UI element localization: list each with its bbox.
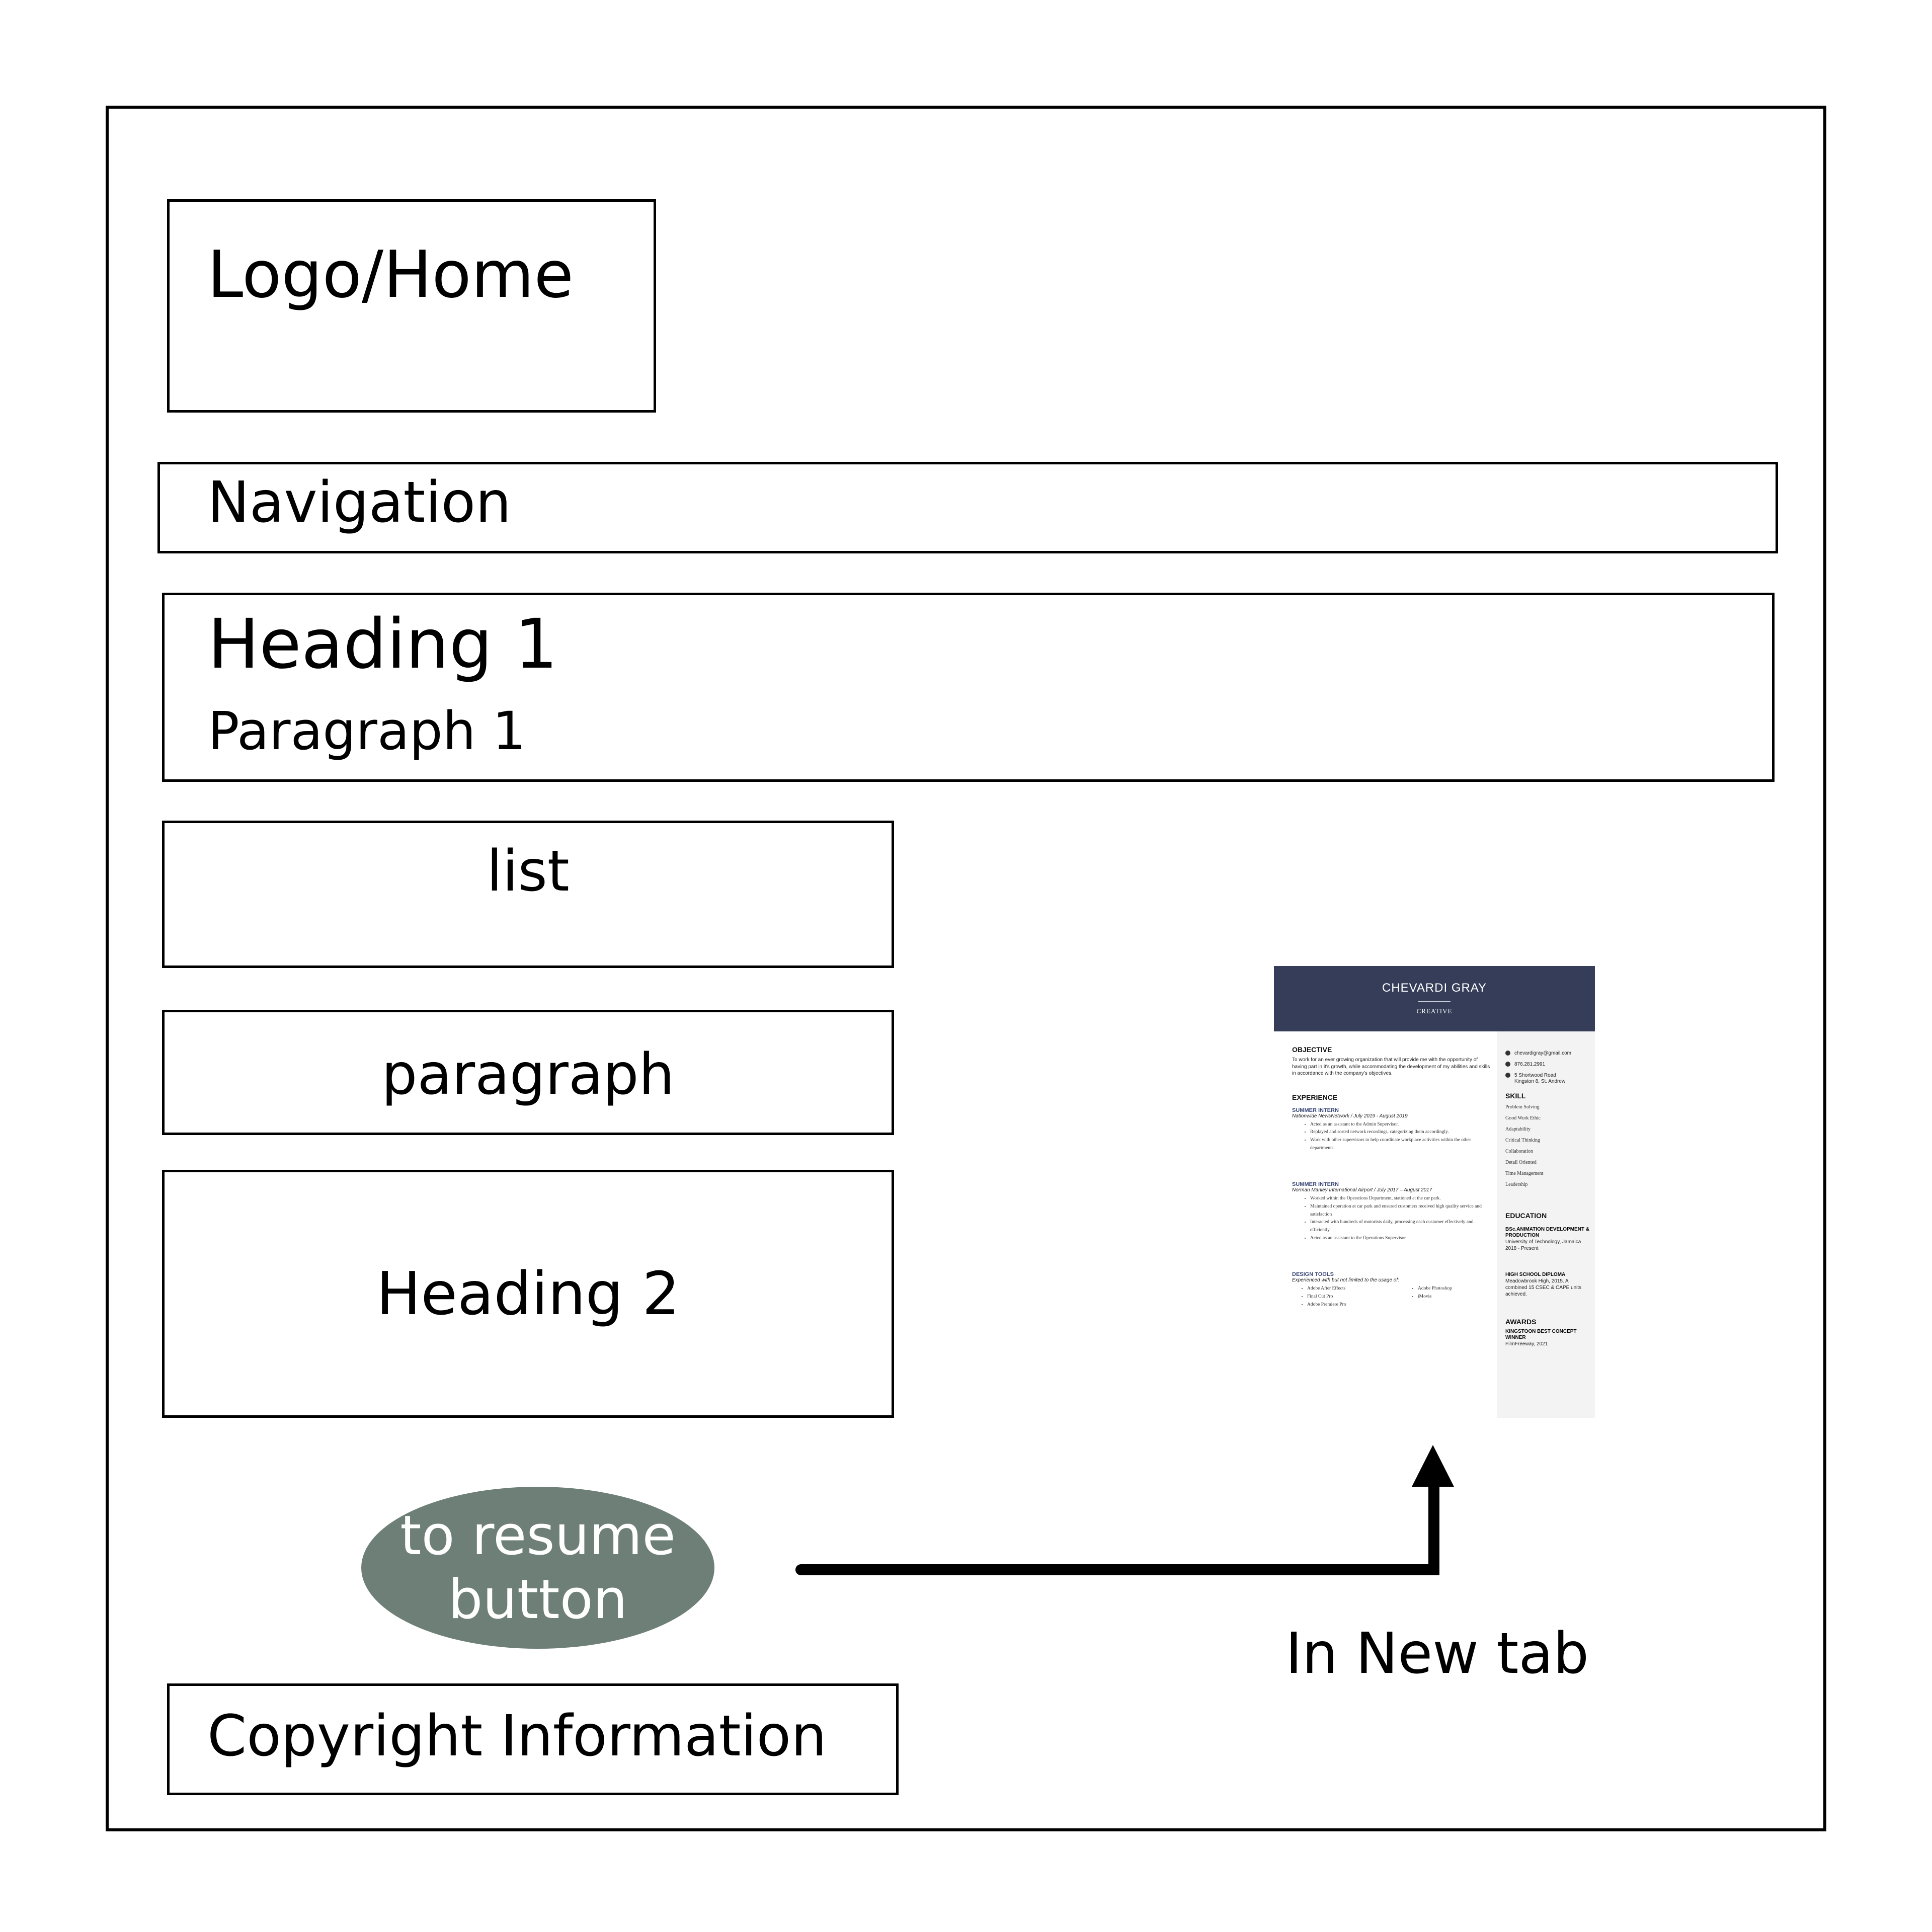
- skill-item: Collaboration: [1505, 1149, 1533, 1154]
- list-item: Interacted with hundreds of motorists da…: [1310, 1219, 1493, 1234]
- resume-button-line-1: to resume: [400, 1504, 676, 1567]
- skill-item: Time Management: [1505, 1171, 1544, 1176]
- objective-text: To work for an ever growing organization…: [1292, 1057, 1490, 1076]
- list-item: Maintained operation at car park and ens…: [1310, 1203, 1493, 1219]
- paragraph-1: Paragraph 1: [208, 700, 526, 762]
- contact-email: chevardigray@gmail.com: [1505, 1051, 1591, 1057]
- resume-header-rule: [1418, 1001, 1451, 1002]
- resume-button-line-2: button: [448, 1568, 628, 1631]
- job-1-bullets: Acted as an assistant to the Admin Super…: [1292, 1121, 1493, 1153]
- list-item: Adobe Premiere Pro: [1307, 1301, 1403, 1309]
- skills-list: Problem Solving Good Work Ethic Adaptabi…: [1505, 1102, 1591, 1190]
- list-item: Acted as an assistant to the Operations …: [1310, 1235, 1493, 1243]
- list-box: list: [162, 821, 894, 968]
- skill-item: Critical Thinking: [1505, 1138, 1540, 1143]
- address-line-2: Kingston 8, St. Andrew: [1514, 1079, 1566, 1084]
- heading-1-section: Heading 1 Paragraph 1: [162, 593, 1775, 782]
- list-item: Work with other supervisors to help coor…: [1310, 1137, 1493, 1152]
- list-item: Adobe Photoshop: [1418, 1285, 1452, 1293]
- list-item: Replayed and sorted network recordings, …: [1310, 1129, 1493, 1137]
- tools-lists: Adobe After Effects Final Cut Pro Adobe …: [1292, 1283, 1493, 1309]
- wireframe-frame: [106, 106, 1826, 1831]
- heading-1: Heading 1: [208, 605, 558, 684]
- tools-note: Experienced with but not limited to the …: [1292, 1277, 1399, 1283]
- skill-item: Adaptability: [1505, 1126, 1531, 1132]
- list-item: iMovie: [1418, 1293, 1452, 1301]
- high-school-title: HIGH SCHOOL DIPLOMA: [1505, 1272, 1566, 1277]
- phone-icon: [1505, 1062, 1510, 1067]
- skill-title: SKILL: [1505, 1092, 1526, 1100]
- resume-role: CREATIVE: [1416, 1007, 1453, 1015]
- education-title: EDUCATION: [1505, 1212, 1547, 1220]
- contact-address: 5 Shortwood Road Kingston 8, St. Andrew: [1505, 1073, 1591, 1085]
- skill-item: Problem Solving: [1505, 1104, 1540, 1110]
- tools-title: DESIGN TOOLS: [1292, 1271, 1334, 1278]
- list-item: Adobe After Effects: [1307, 1285, 1403, 1293]
- logo-home-label: Logo/Home: [207, 237, 574, 312]
- tools-list-1: Adobe After Effects Final Cut Pro Adobe …: [1292, 1285, 1403, 1309]
- job-2-bullets: Worked within the Operations Department,…: [1292, 1195, 1493, 1242]
- awards-title: AWARDS: [1505, 1318, 1537, 1326]
- job-1-title: SUMMER INTERN: [1292, 1107, 1339, 1113]
- resume-main-column: OBJECTIVE To work for an ever growing or…: [1292, 1036, 1493, 1309]
- award-detail: FilmFreeway, 2021: [1505, 1341, 1548, 1347]
- degree-title: BSc.ANIMATION DEVELOPMENT & PRODUCTION: [1505, 1227, 1590, 1238]
- skill-item: Detail Oriented: [1505, 1160, 1537, 1165]
- skill-item: Leadership: [1505, 1182, 1528, 1187]
- heading-2-box: Heading 2: [162, 1170, 894, 1418]
- navigation-bar[interactable]: Navigation: [157, 462, 1778, 553]
- list-label: list: [487, 839, 570, 904]
- skill-item: Good Work Ethic: [1505, 1115, 1541, 1121]
- objective-title: OBJECTIVE: [1292, 1045, 1332, 1054]
- resume-name: CHEVARDI GRAY: [1382, 981, 1487, 995]
- high-school-detail: Meadowbrook High, 2015. A combined 15 CS…: [1505, 1278, 1582, 1297]
- job-2-title: SUMMER INTERN: [1292, 1181, 1339, 1188]
- degree-school: University of Technology, Jamaica 2018 -…: [1505, 1239, 1581, 1251]
- email-icon: [1505, 1051, 1510, 1056]
- list-item: Acted as an assistant to the Admin Super…: [1310, 1121, 1493, 1129]
- contact-phone: 876.281.2991: [1505, 1062, 1591, 1068]
- award-name: KINGSTOON BEST CONCEPT WINNER: [1505, 1329, 1577, 1340]
- logo-home-box[interactable]: Logo/Home: [167, 199, 656, 413]
- address-line-1: 5 Shortwood Road: [1514, 1073, 1556, 1078]
- to-resume-button[interactable]: to resume button: [361, 1487, 714, 1649]
- copyright-box: Copyright Information: [167, 1683, 899, 1795]
- experience-title: EXPERIENCE: [1292, 1093, 1338, 1101]
- navigation-label: Navigation: [207, 470, 512, 535]
- job-2-place: Norman Manley International Airport / Ju…: [1292, 1187, 1432, 1193]
- new-tab-label: In New tab: [1285, 1621, 1589, 1686]
- list-item: Worked within the Operations Department,…: [1310, 1195, 1493, 1203]
- resume-preview[interactable]: CHEVARDI GRAY CREATIVE OBJECTIVE To work…: [1274, 966, 1595, 1418]
- resume-header: CHEVARDI GRAY CREATIVE: [1274, 966, 1595, 1031]
- location-icon: [1505, 1073, 1510, 1078]
- email-text: chevardigray@gmail.com: [1514, 1051, 1571, 1056]
- copyright-label: Copyright Information: [207, 1704, 827, 1769]
- paragraph-label: paragraph: [381, 1042, 675, 1107]
- resume-sidebar: chevardigray@gmail.com 876.281.2991 5 Sh…: [1497, 1031, 1595, 1418]
- phone-text: 876.281.2991: [1514, 1062, 1546, 1067]
- list-item: Final Cut Pro: [1307, 1293, 1403, 1301]
- job-1-place: Nationwide NewsNetwork / July 2019 - Aug…: [1292, 1113, 1408, 1119]
- tools-list-2: Adobe Photoshop iMovie: [1403, 1285, 1452, 1309]
- paragraph-box: paragraph: [162, 1010, 894, 1135]
- heading-2-label: Heading 2: [376, 1259, 680, 1328]
